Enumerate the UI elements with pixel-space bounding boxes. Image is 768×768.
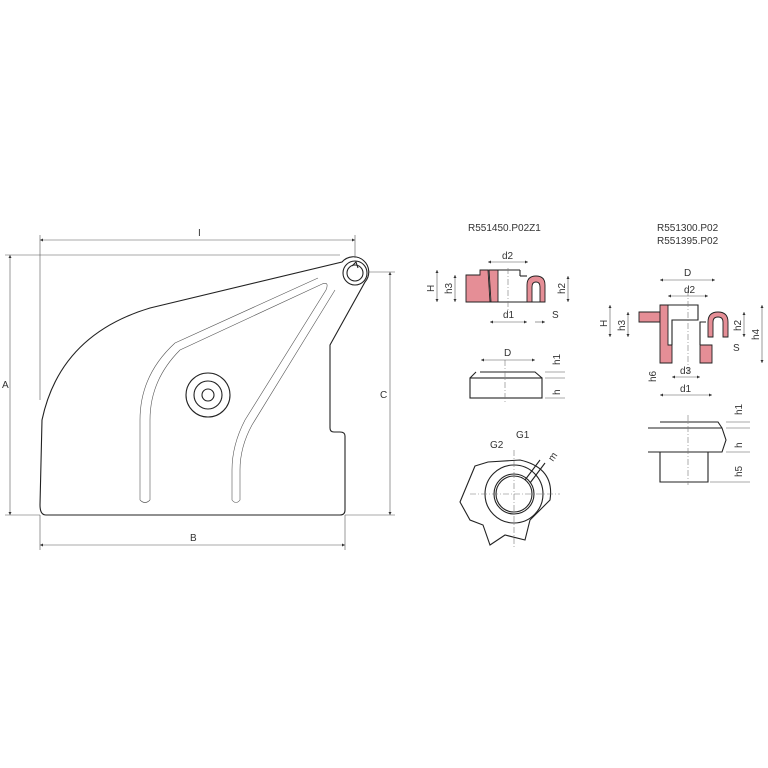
dimension-A: A xyxy=(2,254,340,516)
detail-2-title-2: R551395.P02 xyxy=(657,236,719,247)
dimension-label: h5 xyxy=(734,465,745,477)
hub-boss xyxy=(185,372,231,418)
dimension-label: m xyxy=(546,451,560,464)
dim-label-I: I xyxy=(198,228,201,239)
dim-label-B: B xyxy=(190,533,197,544)
dimension-label: h xyxy=(552,389,563,395)
dimension-label: S xyxy=(552,310,559,321)
dimension-label: h3 xyxy=(444,282,455,294)
detail-R551300-R551395: R551300.P02 R551395.P02 D d2 H h3 h2 h4 … xyxy=(599,223,764,485)
dimension-label: D xyxy=(684,268,691,279)
dimension-label: h xyxy=(734,442,745,448)
main-part-view: I A C B xyxy=(2,228,395,550)
dimension-B: B xyxy=(39,515,346,550)
dimension-C: C xyxy=(345,271,395,516)
detail-1-title: R551450.P02Z1 xyxy=(468,223,541,234)
dimension-label: d3 xyxy=(680,366,692,377)
dimension-label: d1 xyxy=(680,384,692,395)
dimension-label: h2 xyxy=(557,282,568,294)
dimension-label: d2 xyxy=(502,251,514,262)
dimension-label: h2 xyxy=(733,319,744,331)
dimension-label: h6 xyxy=(648,370,659,382)
detail-R551450: R551450.P02Z1 d2 H h3 h2 d1 S D xyxy=(426,223,570,548)
detail-2-section: D d2 H h3 h2 h4 S h6 d3 d1 xyxy=(599,268,764,397)
dimension-label: H xyxy=(599,320,610,327)
dimension-label: G2 xyxy=(490,440,504,451)
dim-label-A: A xyxy=(2,380,9,391)
detail-1-top-view: G1 G2 m xyxy=(459,430,560,548)
dimension-label: D xyxy=(504,348,511,359)
detail-2-title-1: R551300.P02 xyxy=(657,223,719,234)
detail-1-section: d2 H h3 h2 d1 S xyxy=(426,251,570,324)
dimension-label: d1 xyxy=(503,310,515,321)
dimension-I: I xyxy=(39,228,356,400)
detail-2-side-view: h1 h h5 xyxy=(648,403,750,485)
dimension-label: H xyxy=(426,285,437,292)
pivot-pin xyxy=(342,260,368,286)
dimension-label: S xyxy=(733,343,740,354)
dimension-label: h1 xyxy=(552,353,563,365)
dim-label-C: C xyxy=(380,390,387,401)
main-part-outline xyxy=(39,256,370,516)
dimension-label: h1 xyxy=(734,403,745,415)
dimension-label: h4 xyxy=(751,328,762,340)
dimension-label: G1 xyxy=(516,430,530,441)
dimension-label: h3 xyxy=(617,319,628,331)
detail-1-side-view: D h1 h xyxy=(469,348,565,402)
dimension-label: d2 xyxy=(684,285,696,296)
